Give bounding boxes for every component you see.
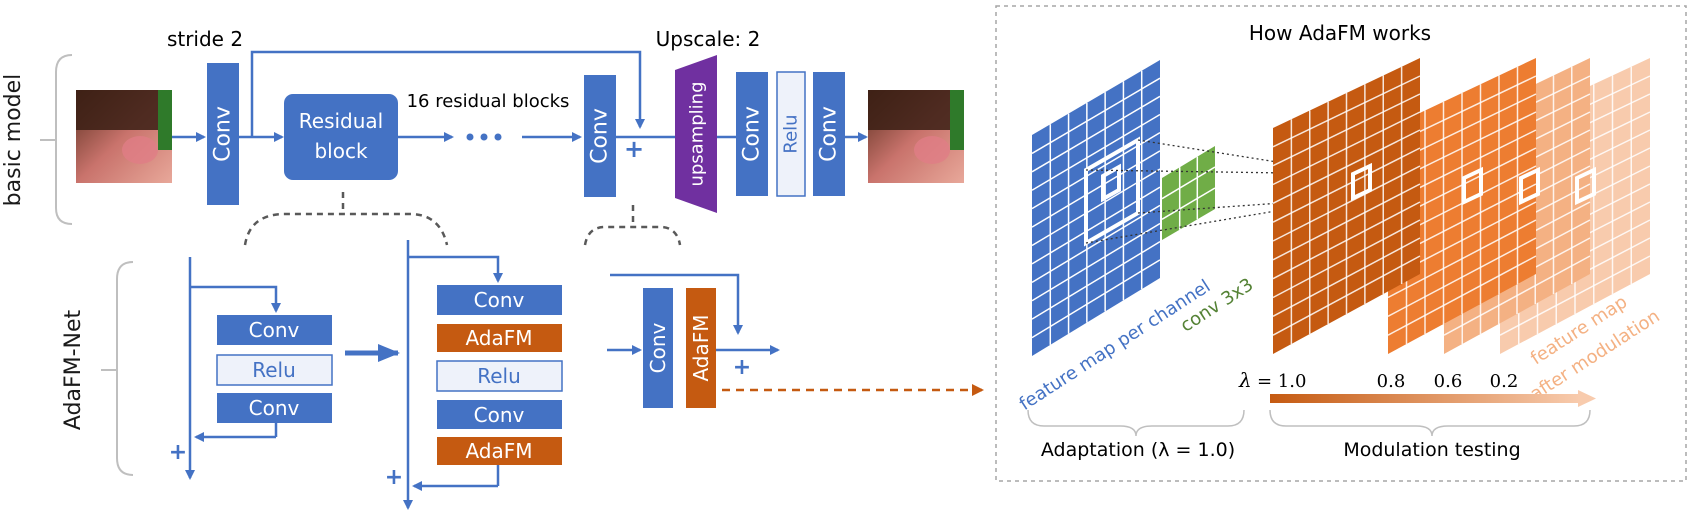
conv-stride-block (207, 63, 239, 205)
block-b-conv-2 (437, 400, 562, 429)
block-a-plus: + (169, 440, 187, 465)
block-a-conv-2-label: Conv (249, 396, 300, 420)
lambda-symbol: λ (1238, 368, 1252, 392)
block-c-conv-label: Conv (646, 322, 670, 373)
basic-model-label: basic model (1, 74, 26, 207)
global-skip-connection (250, 50, 645, 137)
adafm-net-label: AdaFM-Net (61, 309, 86, 430)
block-b-adafm-1 (437, 324, 562, 352)
input-image (76, 90, 172, 183)
block-c-plus: + (733, 355, 751, 380)
upsampling-label: upsampling (687, 81, 708, 186)
conv-block-3 (736, 72, 768, 196)
residual-block-line2: block (314, 139, 367, 163)
adafm-residual-block (403, 240, 563, 510)
adaptation-label: Adaptation (λ = 1.0) (1041, 439, 1235, 461)
block-b-conv-1-label: Conv (474, 288, 525, 312)
conv-stride-label: Conv (211, 106, 236, 162)
adafm-net-bracket (101, 261, 134, 476)
block-b-conv-2-label: Conv (474, 403, 525, 427)
block-c-adafm (686, 288, 716, 408)
residual-block-line1: Residual (299, 109, 383, 133)
upsampling-block (675, 55, 717, 213)
block-c-adafm-label: AdaFM (689, 314, 713, 381)
block-b-relu (436, 360, 563, 392)
modulation-brace (1269, 409, 1591, 437)
feature-map-blue (1031, 60, 1161, 356)
original-residual-block (185, 257, 333, 480)
block-b-relu-label: Relu (477, 364, 521, 388)
conv-block-2-label: Conv (588, 108, 613, 164)
feature-map-lambda-1-0 (1272, 58, 1421, 354)
output-pixel-highlights (1351, 162, 1596, 206)
block-a-conv-2 (217, 393, 332, 423)
block-a-conv-1-label: Conv (249, 318, 300, 342)
relu-block-label: Relu (781, 114, 802, 153)
how-adafm-works-panel (995, 5, 1687, 482)
block-a-conv-1 (217, 315, 332, 345)
conv-block-4 (813, 72, 845, 196)
block-b-plus: + (385, 465, 403, 490)
stride-label: stride 2 (167, 27, 243, 51)
block-a-relu (216, 354, 333, 386)
panel-title: How AdaFM works (1249, 21, 1431, 45)
block-c-conv (643, 288, 673, 408)
conv-kernel-green (1161, 146, 1216, 240)
modulation-label: Modulation testing (1343, 439, 1520, 461)
adafm-conv-unit (607, 273, 780, 408)
block-b-adafm-2-label: AdaFM (465, 439, 532, 463)
conv-block-4-label: Conv (817, 106, 842, 162)
lambda-gradient-bar (1270, 390, 1596, 407)
conv-block-2 (584, 75, 616, 197)
block-b-conv-1 (437, 285, 562, 315)
plus-sign: + (624, 135, 644, 163)
detail-connector-conv (583, 205, 682, 246)
upscale-label: Upscale: 2 (656, 27, 761, 51)
block-b-adafm-2 (437, 437, 562, 465)
adaptation-brace (1027, 409, 1245, 437)
residual-block (284, 94, 398, 180)
lambda-value-0-8: 0.8 (1377, 371, 1406, 392)
residual-count-label: 16 residual blocks (407, 91, 570, 112)
detail-connector-residual (243, 192, 449, 246)
block-a-relu-label: Relu (252, 358, 296, 382)
block-b-adafm-1-label: AdaFM (465, 326, 532, 350)
lambda-value-0-6: 0.6 (1434, 371, 1463, 392)
conv-block-3-label: Conv (740, 106, 765, 162)
output-image (868, 90, 964, 183)
lambda-value-1-0: = 1.0 (1257, 371, 1306, 392)
ellipsis-dots (466, 133, 502, 141)
relu-block (776, 71, 806, 197)
basic-model-bracket (40, 54, 73, 225)
lambda-value-0-2: 0.2 (1490, 371, 1519, 392)
